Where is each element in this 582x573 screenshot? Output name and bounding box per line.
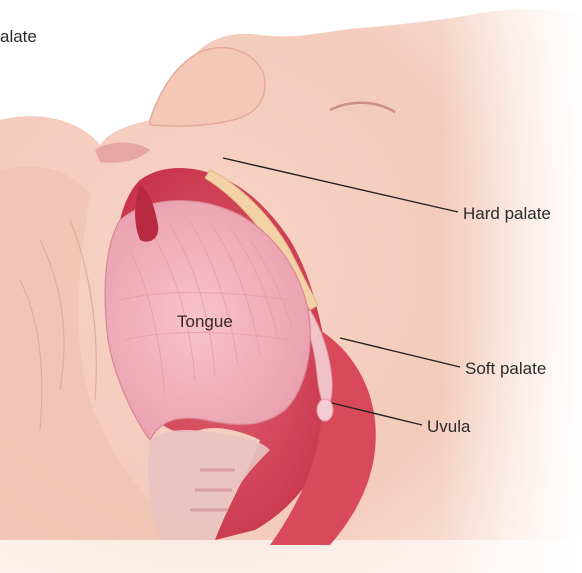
- hard-palate-label: Hard palate: [463, 205, 551, 222]
- uvula-label: Uvula: [427, 418, 470, 435]
- uvula: [317, 399, 333, 421]
- soft-palate-label: Soft palate: [465, 360, 546, 377]
- nose: [150, 48, 265, 126]
- tongue-label: Tongue: [177, 313, 233, 330]
- cropped-label-top-left: alate: [0, 28, 37, 45]
